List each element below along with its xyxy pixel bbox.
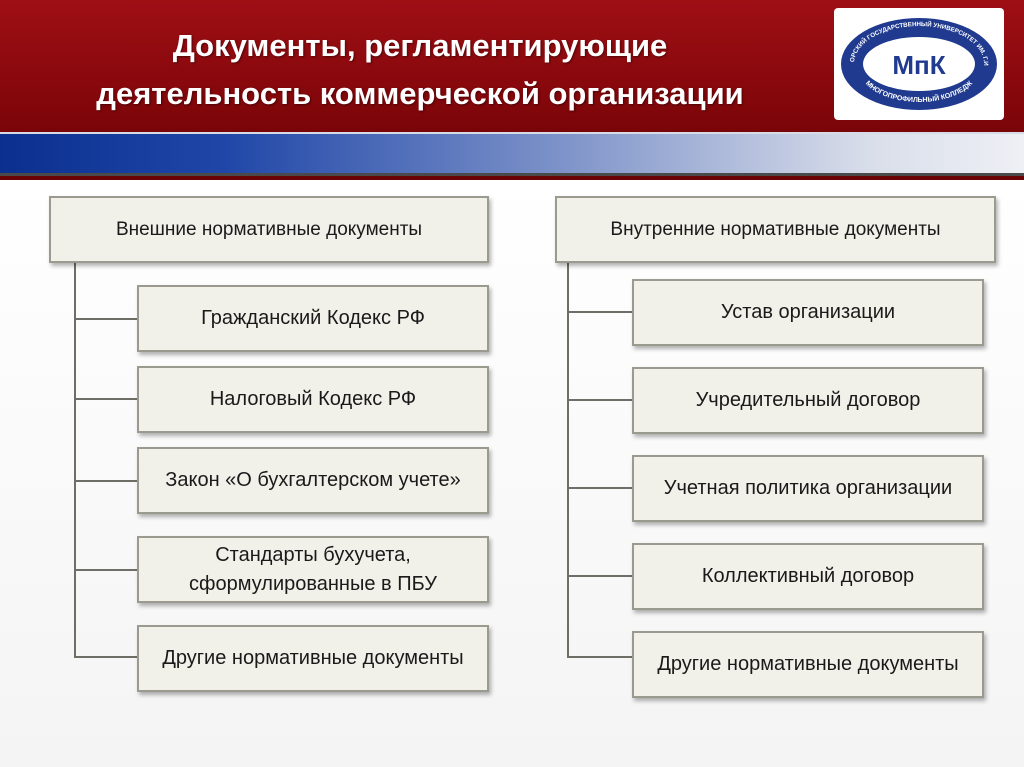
header-gradient-stripe (0, 132, 1024, 176)
internal-document-item: Другие нормативные документы (632, 631, 984, 698)
external-trunk-connector (74, 262, 76, 658)
logo-abbreviation: МпК (892, 50, 945, 80)
internal-branch-connector (567, 399, 633, 401)
external-branch-connector (74, 398, 138, 400)
external-document-item: Закон «О бухгалтерском учете» (137, 447, 489, 514)
external-documents-heading: Внешние нормативные документы (49, 196, 489, 263)
internal-documents-heading: Внутренние нормативные документы (555, 196, 996, 263)
internal-document-item: Учредительный договор (632, 367, 984, 434)
external-document-item: Налоговый Кодекс РФ (137, 366, 489, 433)
internal-document-item: Учетная политика организации (632, 455, 984, 522)
internal-trunk-connector (567, 262, 569, 658)
internal-branch-connector (567, 311, 633, 313)
external-document-item: Стандарты бухучета, сформулированные в П… (137, 536, 489, 603)
internal-branch-connector (567, 656, 633, 658)
college-logo-emblem: МАГНИТОГОРСКИЙ ГОСУДАРСТВЕННЫЙ УНИВЕРСИТ… (838, 14, 997, 110)
internal-document-item: Коллективный договор (632, 543, 984, 610)
page-title-line-1: Документы, регламентирующие (172, 28, 668, 63)
internal-branch-connector (567, 487, 633, 489)
external-branch-connector (74, 480, 138, 482)
external-document-item: Другие нормативные документы (137, 625, 489, 692)
external-branch-connector (74, 656, 138, 658)
page-title-line-2: деятельность коммерческой организации (96, 76, 744, 111)
external-branch-connector (74, 318, 138, 320)
page-title: Документы, регламентирующие деятельность… (40, 22, 800, 118)
internal-branch-connector (567, 575, 633, 577)
external-branch-connector (74, 569, 138, 571)
header-banner: Документы, регламентирующие деятельность… (0, 0, 1024, 180)
college-logo: МАГНИТОГОРСКИЙ ГОСУДАРСТВЕННЫЙ УНИВЕРСИТ… (834, 8, 1004, 120)
external-document-item: Гражданский Кодекс РФ (137, 285, 489, 352)
internal-document-item: Устав организации (632, 279, 984, 346)
